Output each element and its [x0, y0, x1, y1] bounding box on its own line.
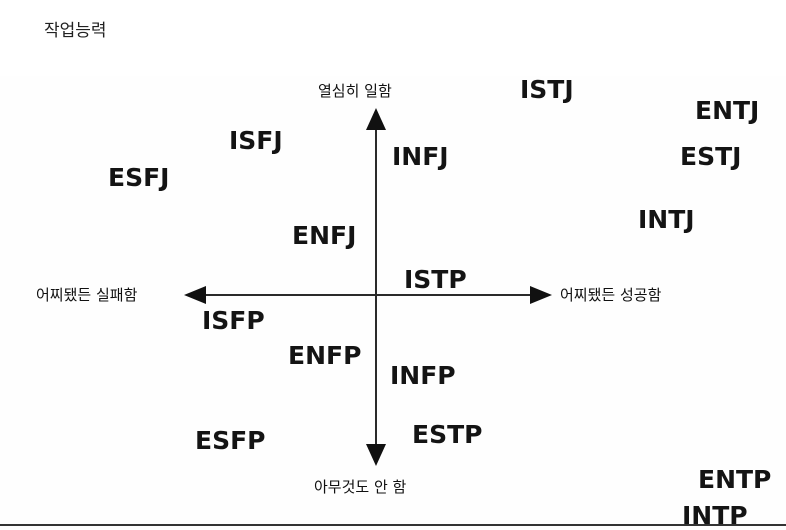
- bottom-divider: [0, 524, 786, 526]
- axis-label-left: 어찌됐든 실패함: [36, 286, 138, 304]
- type-estp: ESTP: [412, 420, 483, 449]
- axis-label-right: 어찌됐든 성공함: [560, 286, 662, 304]
- type-intj: INTJ: [638, 205, 695, 234]
- type-enfj: ENFJ: [292, 221, 357, 250]
- type-esfj: ESFJ: [108, 163, 170, 192]
- type-infj: INFJ: [392, 142, 449, 171]
- type-infp: INFP: [390, 361, 456, 390]
- type-istp: ISTP: [404, 265, 467, 294]
- header-band: [0, 0, 786, 76]
- type-enfp: ENFP: [288, 341, 362, 370]
- type-isfj: ISFJ: [229, 126, 283, 155]
- axis-label-up: 열심히 일함: [318, 82, 392, 100]
- type-entj: ENTJ: [695, 96, 760, 125]
- type-isfp: ISFP: [202, 306, 265, 335]
- arrow-up-icon: [366, 108, 386, 130]
- diagram-canvas: [0, 76, 786, 529]
- type-istj: ISTJ: [520, 75, 574, 104]
- arrow-right-icon: [530, 286, 552, 304]
- page-title: 작업능력: [44, 21, 107, 41]
- type-estj: ESTJ: [680, 142, 742, 171]
- arrow-left-icon: [184, 286, 206, 304]
- arrow-down-icon: [366, 444, 386, 466]
- type-entp: ENTP: [698, 465, 772, 494]
- type-esfp: ESFP: [195, 426, 266, 455]
- axis-label-down: 아무것도 안 함: [314, 478, 407, 496]
